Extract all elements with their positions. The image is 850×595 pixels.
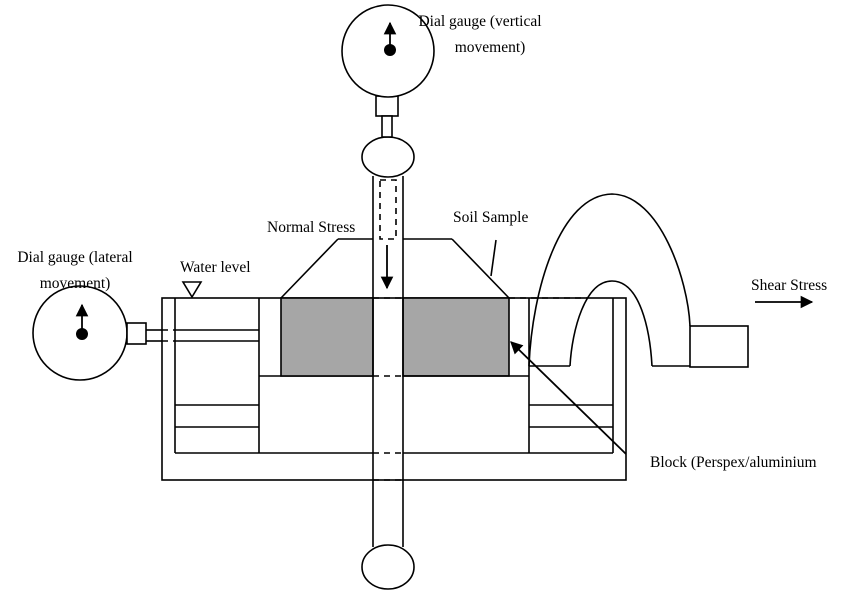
block-pointer-arrow (510, 341, 627, 455)
dial-pivot-icon (76, 328, 88, 340)
right-box-section (403, 297, 614, 454)
loading-rod (372, 176, 404, 547)
water-level-icon (181, 281, 203, 299)
label-dial-lateral-2: movement) (40, 275, 111, 292)
label-dial-lateral-1: Dial gauge (lateral (17, 249, 132, 266)
label-shear-stress: Shear Stress (751, 277, 827, 294)
soil-sample-left (280, 297, 374, 377)
label-water-level: Water level (180, 259, 251, 276)
rod-bottom-knob (361, 544, 415, 590)
label-normal-stress: Normal Stress (267, 219, 355, 236)
label-dial-vertical-1: Dial gauge (vertical (418, 13, 541, 30)
shear-arm (528, 193, 749, 368)
dial-gauge-vertical (341, 4, 435, 138)
outer-container (161, 297, 627, 481)
dial-pivot-icon (384, 44, 396, 56)
rod-top-knob (361, 136, 415, 178)
dial-gauge-lateral (32, 285, 175, 381)
loading-cap (280, 238, 510, 299)
label-dial-vertical-2: movement) (455, 39, 526, 56)
soil-sample-pointer (490, 239, 497, 277)
soil-sample-right (402, 297, 510, 377)
label-soil-sample: Soil Sample (453, 209, 528, 226)
left-box-section (174, 298, 373, 454)
label-block: Block (Perspex/aluminium (650, 454, 817, 471)
